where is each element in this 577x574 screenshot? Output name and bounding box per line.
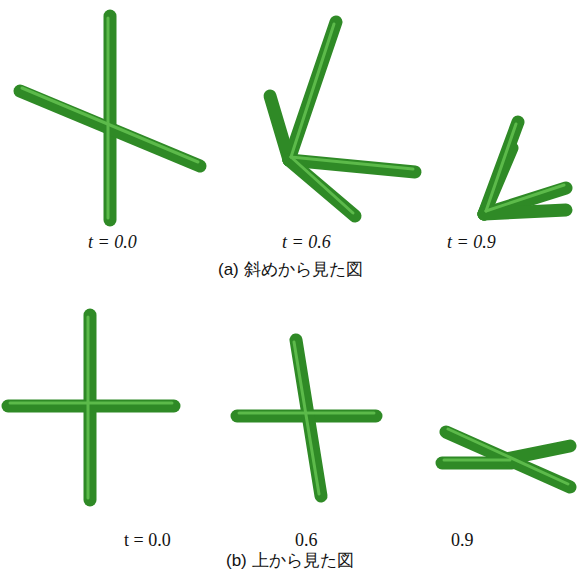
time-label: t = 0.6 (282, 232, 331, 254)
time-label: t = 0.0 (88, 232, 137, 254)
time-label: 0.6 (295, 530, 318, 552)
figure-caption: (b) 上から見た図 (226, 551, 354, 571)
time-label: t = 0.0 (124, 530, 171, 552)
figure-caption: (a) 斜めから見た図 (218, 260, 363, 280)
time-label: t = 0.9 (447, 232, 496, 254)
time-label: 0.9 (451, 530, 474, 552)
